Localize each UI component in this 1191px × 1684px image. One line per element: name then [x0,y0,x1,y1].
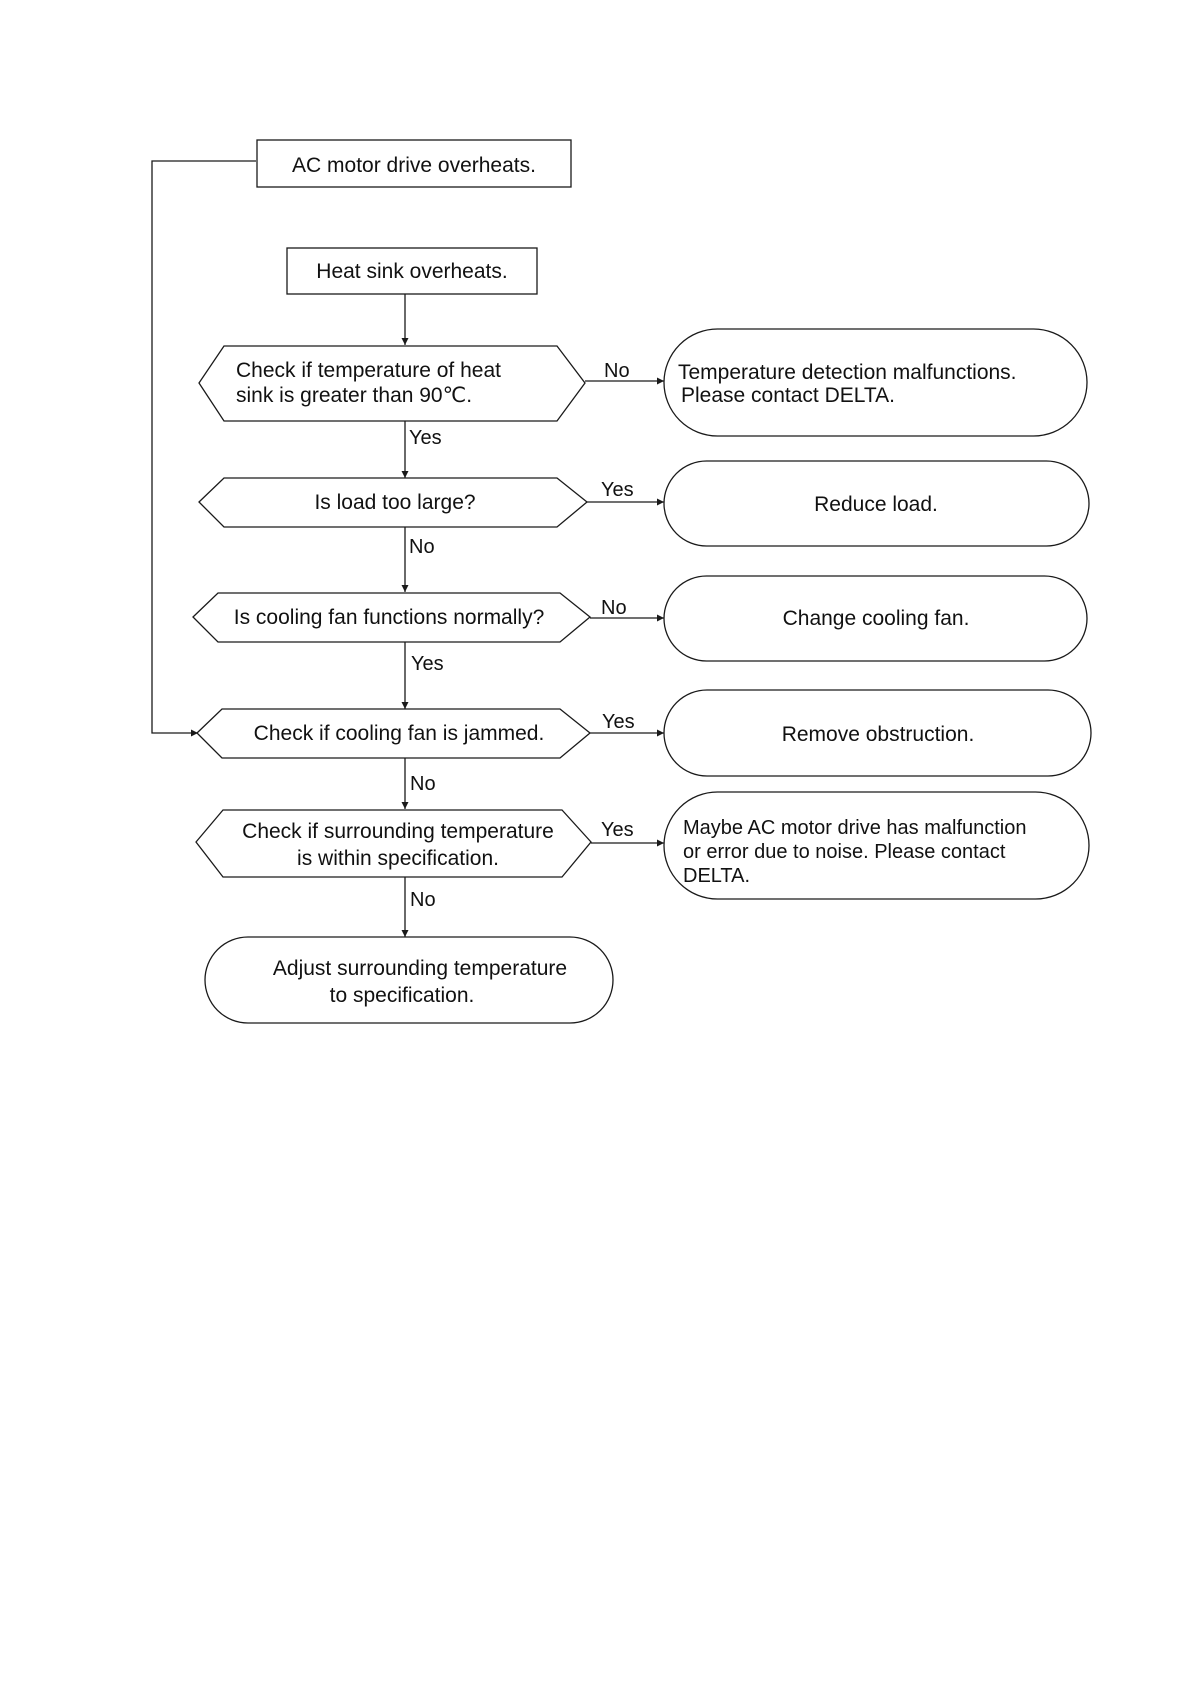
outcome-detection-malfunction: Temperature detection malfunctions. Plea… [663,328,1088,437]
start-box: AC motor drive overheats. [256,139,572,188]
edge-label-surrounding-no: No [410,889,436,911]
edge-label-temp-no: No [604,360,630,382]
decision-surrounding-temperature: Check if surrounding temperature is with… [195,809,592,878]
outcome-adjust-line1: Adjust surrounding temperature [273,957,567,980]
edge-label-load-yes: Yes [601,479,634,501]
heat-sink-box-text: Heat sink overheats. [316,260,507,283]
decision-load-text: Is load too large? [314,491,475,514]
edge-label-fan-normal-no: No [601,597,627,619]
outcome-detection-line2: Please contact DELTA. [681,384,895,407]
edge-label-temp-yes: Yes [409,427,442,449]
decision-fan-jammed: Check if cooling fan is jammed. [196,708,592,759]
decision-temperature-check-line1: Check if temperature of heat [236,359,501,382]
outcome-change-fan-text: Change cooling fan. [783,607,970,630]
edge-label-surrounding-yes: Yes [601,819,634,841]
outcome-detection-line1: Temperature detection malfunctions. [678,361,1017,384]
outcome-change-fan: Change cooling fan. [663,575,1088,662]
decision-surrounding-line1: Check if surrounding temperature [242,820,554,843]
decision-surrounding-line2: is within specification. [297,847,499,870]
edge-label-jammed-no: No [410,773,436,795]
edge-label-fan-normal-yes: Yes [411,653,444,675]
decision-fan-normal: Is cooling fan functions normally? [192,592,592,643]
outcome-adjust-temperature: Adjust surrounding temperature to specif… [204,936,614,1024]
outcome-reduce-load-text: Reduce load. [814,493,938,516]
decision-fan-normal-text: Is cooling fan functions normally? [234,606,545,629]
decision-temperature-check: Check if temperature of heat sink is gre… [198,345,586,422]
outcome-reduce-load: Reduce load. [663,460,1090,547]
outcome-noise-line2: or error due to noise. Please contact [683,841,1006,863]
connector-start-to-jammed [151,160,256,737]
outcome-noise-malfunction: Maybe AC motor drive has malfunction or … [663,791,1090,900]
outcome-noise-line3: DELTA. [683,865,750,887]
decision-load: Is load too large? [198,477,589,528]
outcome-noise-line1: Maybe AC motor drive has malfunction [683,817,1027,839]
edge-label-load-no: No [409,536,435,558]
outcome-remove-obstruction-text: Remove obstruction. [782,723,975,746]
decision-temperature-check-line2: sink is greater than 90℃. [236,384,472,407]
edge-label-jammed-yes: Yes [602,711,635,733]
outcome-adjust-line2: to specification. [330,984,475,1007]
decision-fan-jammed-text: Check if cooling fan is jammed. [254,722,545,745]
start-box-text: AC motor drive overheats. [292,154,536,177]
outcome-remove-obstruction: Remove obstruction. [663,689,1092,777]
heat-sink-box: Heat sink overheats. [286,247,538,295]
